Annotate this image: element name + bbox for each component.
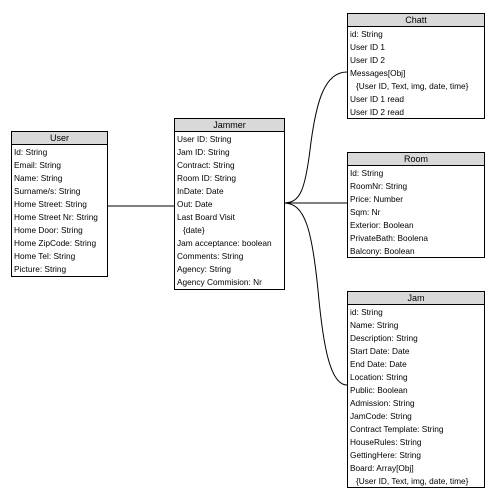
jammer-field: InDate: Date	[177, 186, 224, 196]
chatt-field: User ID 2 read	[350, 107, 404, 117]
user-field: Home Street Nr: String	[14, 212, 98, 222]
jammer-field: Jam ID: String	[177, 147, 230, 157]
room-field: RoomNr: String	[350, 181, 408, 191]
jammer-field: Contract: String	[177, 160, 235, 170]
jammer-field: Jam acceptance: boolean	[177, 238, 272, 248]
jammer-field: Last Board Visit	[177, 212, 235, 222]
chatt-field: User ID 2	[350, 55, 386, 65]
jammer-field: Comments: String	[177, 251, 244, 261]
jammer-field: User ID: String	[177, 134, 232, 144]
jammer-entity-title: Jammer	[175, 119, 284, 132]
user-entity: User Id: String Email: String Name: Stri…	[11, 131, 108, 277]
room-field: PrivateBath: Boolena	[350, 233, 428, 243]
jam-field: Public: Boolean	[350, 385, 408, 395]
jam-field: Description: String	[350, 333, 418, 343]
user-entity-title: User	[12, 132, 107, 145]
jammer-field: Out: Date	[177, 199, 213, 209]
jam-field: {User ID, Text, img, date, time}	[356, 476, 469, 486]
jam-field: Location: String	[350, 372, 408, 382]
jam-field: Start Date: Date	[350, 346, 410, 356]
room-field: Exterior: Boolean	[350, 220, 414, 230]
jammer-field: {date}	[183, 225, 205, 235]
room-entity-title: Room	[348, 153, 484, 166]
user-field: Home Door: String	[14, 225, 83, 235]
chatt-field: Messages[Obj]	[350, 68, 406, 78]
room-field: Id: String	[350, 168, 384, 178]
jam-field: JamCode: String	[350, 411, 412, 421]
jam-field: id: String	[350, 307, 383, 317]
jam-field: Board: Array[Obj]	[350, 463, 414, 473]
link-jammer-jam	[283, 202, 348, 386]
user-field: Home Tel: String	[14, 251, 76, 261]
jammer-field: Agency Commision: Nr	[177, 277, 262, 287]
jam-field: Admission: String	[350, 398, 415, 408]
chatt-field: id: String	[350, 29, 383, 39]
jam-entity: Jam id: String Name: String Description:…	[347, 291, 485, 488]
jam-field: Name: String	[350, 320, 399, 330]
room-field: Balcony: Boolean	[350, 246, 415, 256]
chatt-entity-title: Chatt	[348, 14, 484, 27]
jam-field: End Date: Date	[350, 359, 407, 369]
jammer-field: Agency: String	[177, 264, 231, 274]
user-field: Surname/s: String	[14, 186, 81, 196]
room-entity: Room Id: String RoomNr: String Price: Nu…	[347, 152, 485, 258]
chatt-field: {User ID, Text, img, date, time}	[356, 81, 469, 91]
jam-field: GettingHere: String	[350, 450, 422, 460]
user-field: Email: String	[14, 160, 62, 170]
link-jammer-chatt	[283, 71, 348, 204]
user-field: Name: String	[14, 173, 63, 183]
jam-entity-title: Jam	[348, 292, 484, 305]
jam-field: Contract Template: String	[350, 424, 444, 434]
user-field: Id: String	[14, 147, 48, 157]
chatt-entity: Chatt id: String User ID 1 User ID 2 Mes…	[347, 13, 485, 119]
user-field: Home ZipCode: String	[14, 238, 97, 248]
chatt-field: User ID 1	[350, 42, 386, 52]
room-field: Sqm: Nr	[350, 207, 381, 217]
room-field: Price: Number	[350, 194, 404, 204]
chatt-field: User ID 1 read	[350, 94, 404, 104]
jammer-field: Room ID: String	[177, 173, 237, 183]
jam-field: HouseRules: String	[350, 437, 422, 447]
user-field: Home Street: String	[14, 199, 87, 209]
user-field: Picture: String	[14, 264, 67, 274]
jammer-entity: Jammer User ID: String Jam ID: String Co…	[174, 118, 285, 290]
